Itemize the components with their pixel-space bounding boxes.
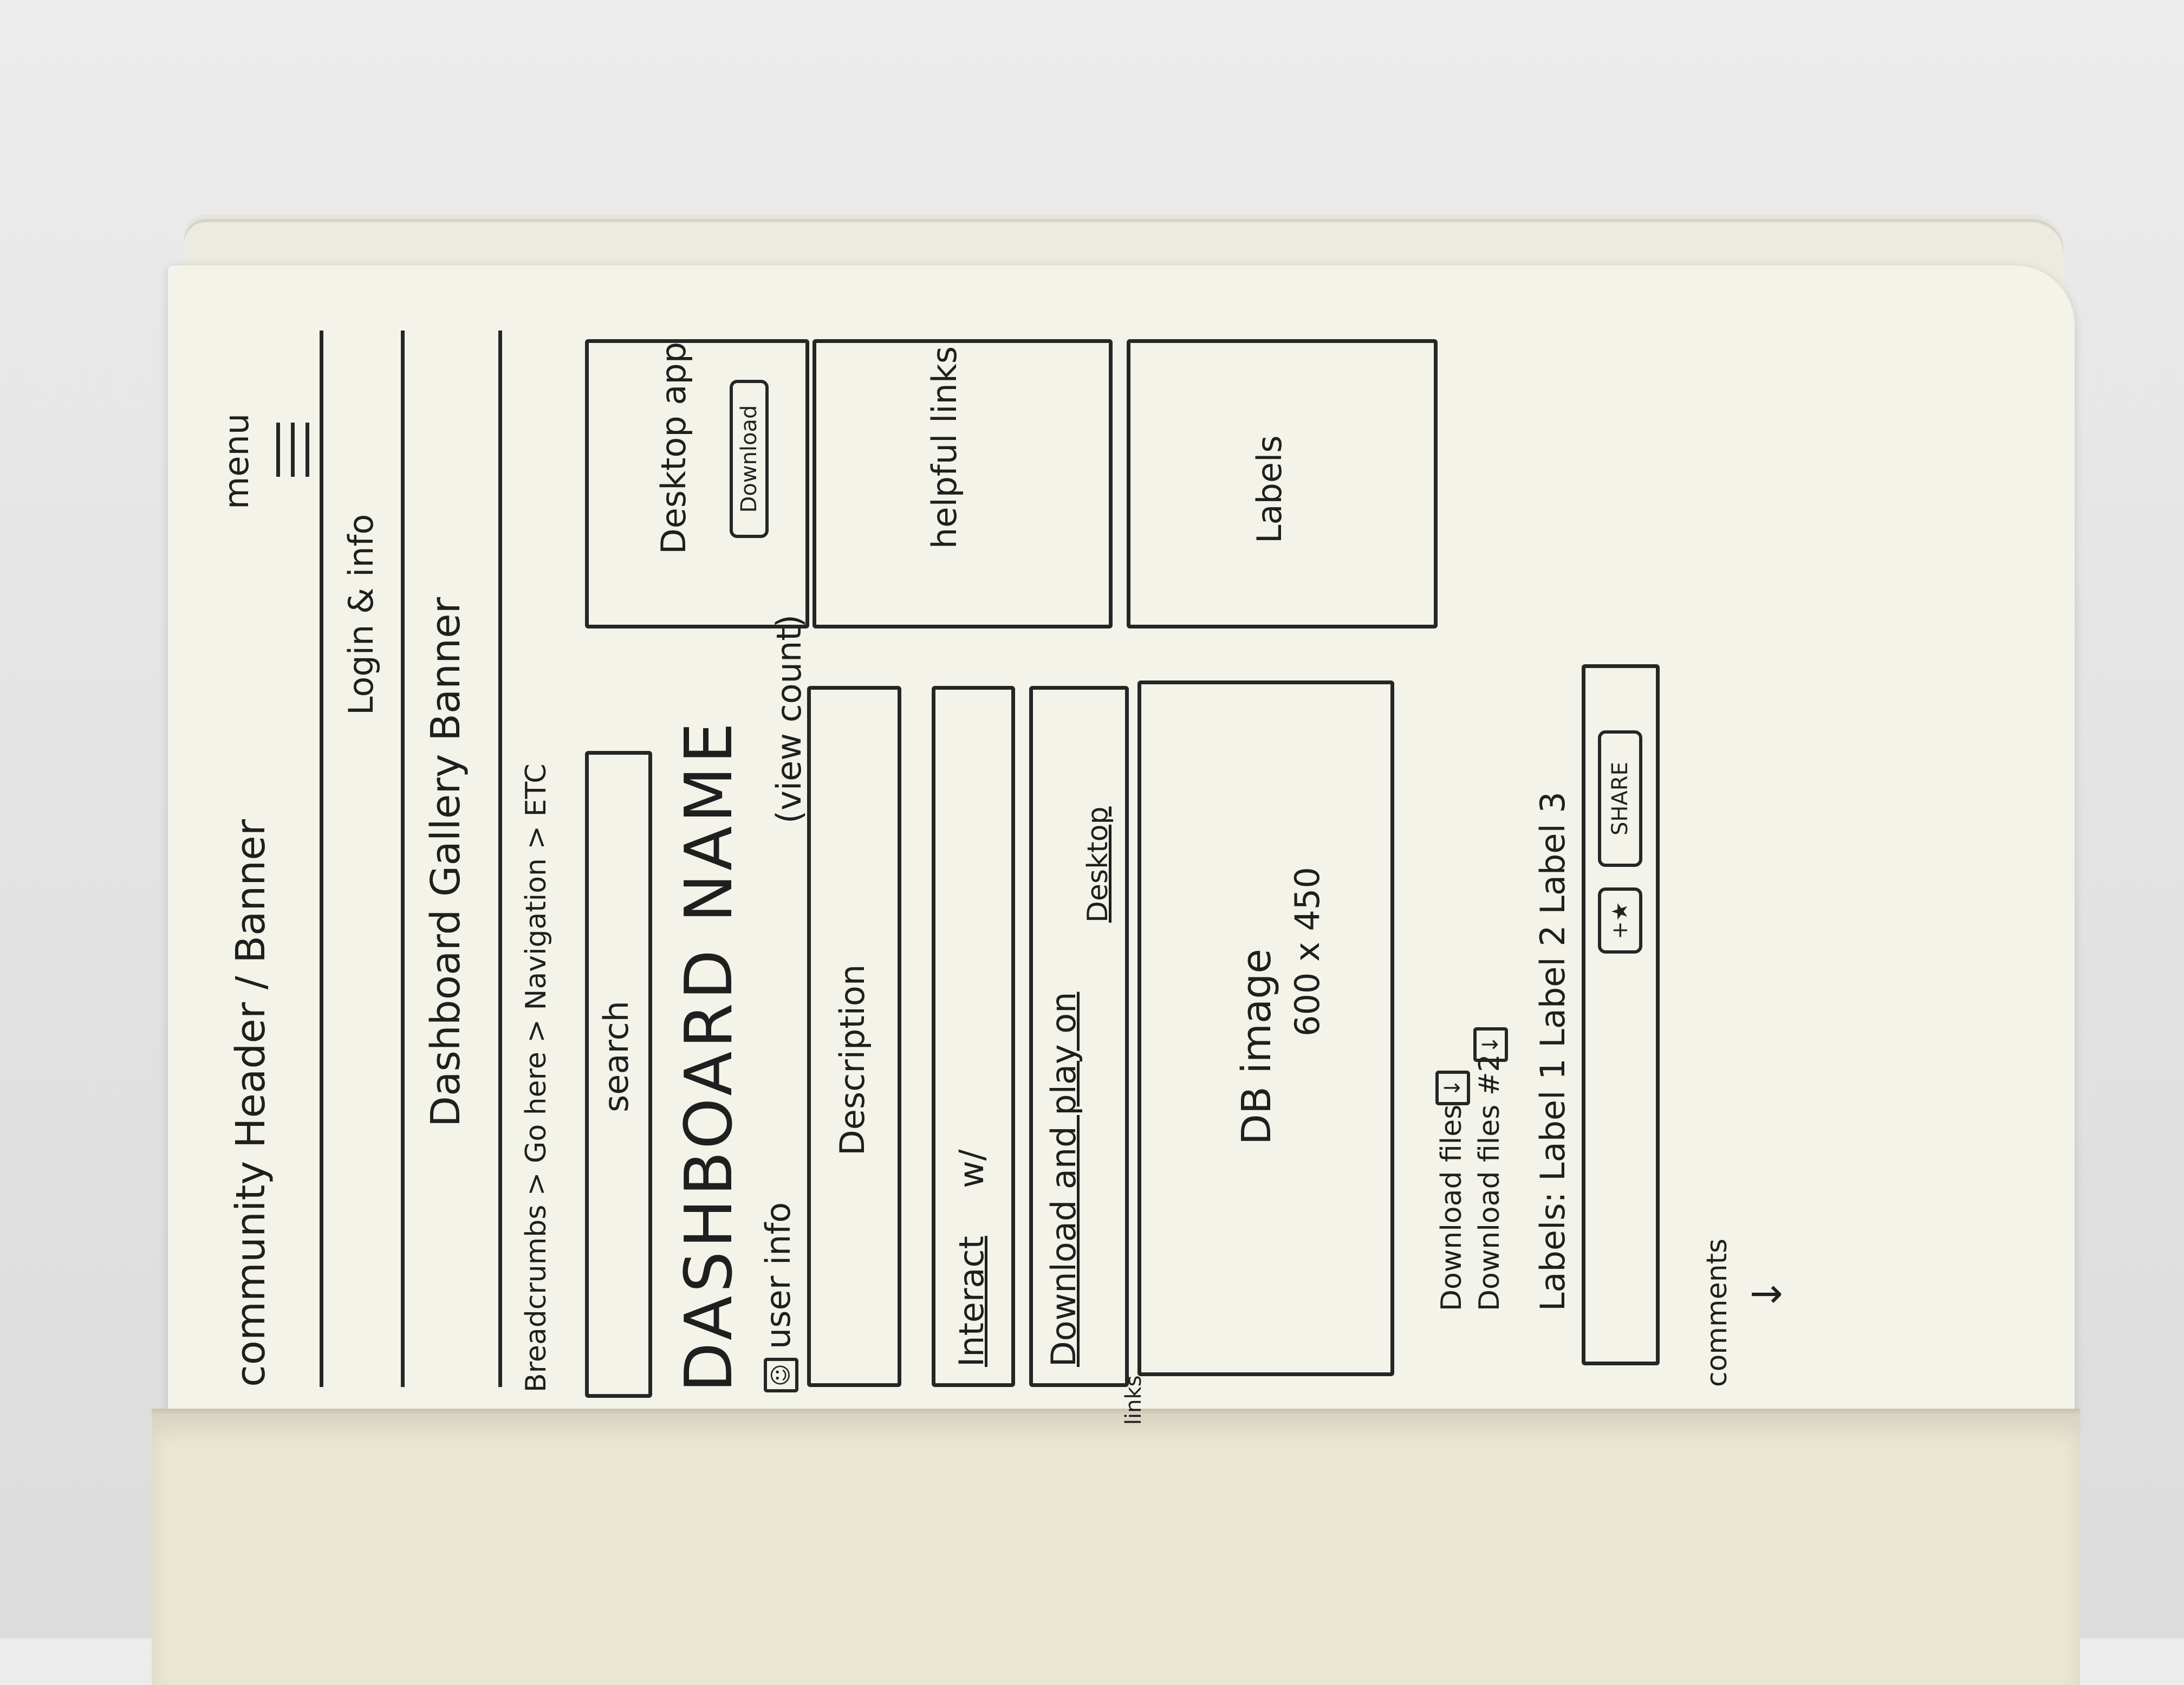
interact-link[interactable]: Interact	[952, 1236, 991, 1367]
download-button[interactable]: Download	[730, 380, 769, 538]
header-divider	[320, 330, 323, 1387]
share-row-frame	[1582, 664, 1660, 1365]
interact-tab[interactable]: Interact w/	[932, 686, 1015, 1387]
db-image-label: DB image	[1233, 949, 1280, 1145]
download-icon[interactable]: ↓	[1473, 1027, 1508, 1062]
download-files-2-link[interactable]: Download files #2	[1473, 1054, 1506, 1311]
helpful-links-label[interactable]: helpful links	[925, 346, 964, 549]
download-button-label: Download	[737, 405, 762, 513]
description-label: Description	[833, 964, 872, 1156]
user-avatar-icon: ☺	[764, 1358, 798, 1392]
db-image-size: 600 x 450	[1288, 867, 1327, 1036]
dashboard-name: DASHBOARD NAME	[672, 719, 747, 1392]
facing-page	[152, 1414, 2080, 1685]
banner-divider	[498, 330, 502, 1387]
download-play-tab[interactable]: Download and play on Desktop	[1029, 686, 1129, 1387]
login-divider	[401, 330, 405, 1387]
download-desktop-link[interactable]: Download and play on	[1044, 991, 1083, 1367]
search-placeholder: search	[596, 1001, 636, 1112]
desktop-link[interactable]: Desktop	[1082, 806, 1114, 923]
notebook-page	[168, 265, 2075, 1447]
helpful-links-panel: helpful links	[812, 339, 1113, 628]
breadcrumb[interactable]: Breadcrumbs > Go here > Navigation > ETC	[520, 763, 552, 1392]
view-count: (view count)	[769, 614, 809, 824]
wireframe-sketch: community Header / Banner menu Login & i…	[195, 293, 2037, 1425]
arrow-down-icon: ↓	[1744, 1277, 1791, 1311]
search-input[interactable]: search	[585, 751, 652, 1398]
labels-panel-label: Labels	[1250, 435, 1289, 543]
description-panel: Description	[807, 686, 901, 1387]
menu-label[interactable]: menu	[217, 413, 256, 509]
download-files-link[interactable]: Download files	[1435, 1104, 1468, 1311]
community-header-text: community Header / Banner	[227, 819, 274, 1387]
links-annotation: links	[1121, 1375, 1146, 1425]
download-icon[interactable]: ↓	[1435, 1071, 1470, 1105]
interact-suffix: w/	[952, 1149, 991, 1188]
user-info[interactable]: user info	[758, 1202, 798, 1349]
labels-panel: Labels	[1127, 339, 1438, 628]
desktop-app-panel: Desktop app Download	[585, 339, 809, 628]
comments-label: comments	[1701, 1238, 1733, 1387]
db-image-placeholder: DB image 600 x 450	[1138, 681, 1394, 1376]
login-info-link[interactable]: Login & info	[341, 514, 381, 715]
menu-icon[interactable]	[276, 423, 320, 477]
labels-row: Labels: Label 1 Label 2 Label 3	[1533, 792, 1572, 1311]
desktop-app-label: Desktop app	[654, 341, 693, 554]
gallery-banner-text: Dashboard Gallery Banner	[422, 597, 469, 1127]
